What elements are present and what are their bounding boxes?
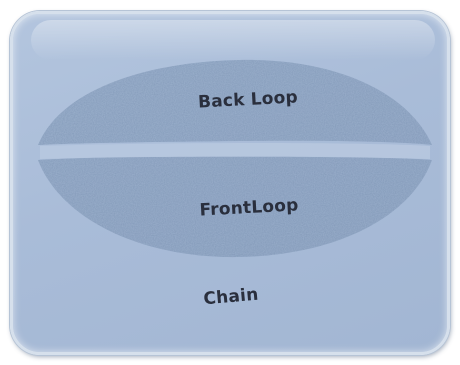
card-gloss <box>31 20 435 60</box>
front-loop-texture <box>38 156 432 258</box>
back-loop-texture <box>38 59 432 145</box>
loop-divider-band <box>40 142 430 159</box>
